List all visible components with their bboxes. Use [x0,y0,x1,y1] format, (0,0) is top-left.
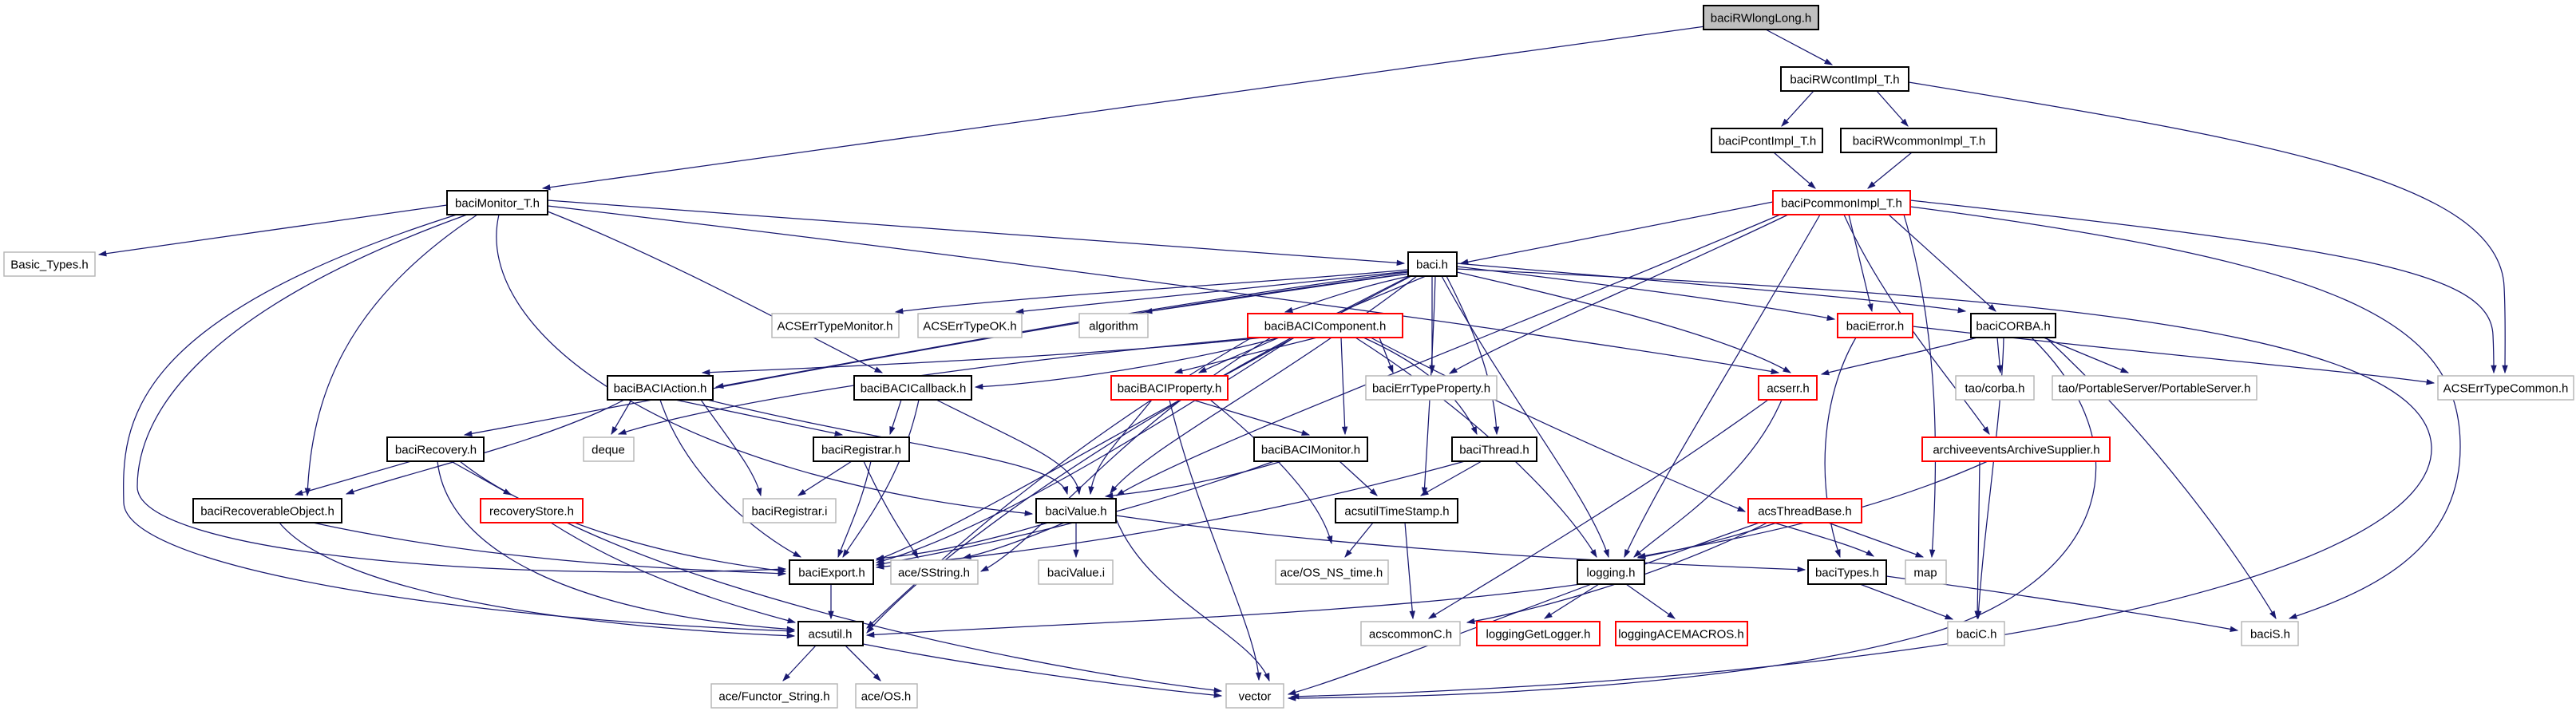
svg-text:baciBACIProperty.h: baciBACIProperty.h [1118,382,1222,396]
svg-text:baciMonitor_T.h: baciMonitor_T.h [455,197,540,211]
svg-text:tao/corba.h: tao/corba.h [1965,382,2024,396]
svg-text:ace/SString.h: ace/SString.h [898,567,970,580]
svg-text:logging.h: logging.h [1587,567,1636,580]
svg-text:algorithm: algorithm [1089,320,1138,334]
svg-text:baciCORBA.h: baciCORBA.h [1976,320,2050,334]
svg-text:archiveeventsArchiveSupplier.h: archiveeventsArchiveSupplier.h [1933,444,2099,457]
svg-text:ACSErrTypeOK.h: ACSErrTypeOK.h [923,320,1017,334]
svg-text:loggingGetLogger.h: loggingGetLogger.h [1486,628,1591,642]
svg-text:baciBACIMonitor.h: baciBACIMonitor.h [1261,444,1360,457]
svg-text:baciError.h: baciError.h [1846,320,1905,334]
svg-text:baciRecovery.h: baciRecovery.h [395,444,477,457]
svg-text:acserr.h: acserr.h [1767,382,1809,396]
svg-text:recoveryStore.h: recoveryStore.h [489,505,574,519]
svg-text:acscommonC.h: acscommonC.h [1369,628,1452,642]
svg-text:baciBACIComponent.h: baciBACIComponent.h [1264,320,1387,334]
svg-text:map: map [1913,567,1937,580]
svg-text:baciErrTypeProperty.h: baciErrTypeProperty.h [1372,382,1490,396]
svg-text:baciRecoverableObject.h: baciRecoverableObject.h [200,505,334,519]
svg-text:acsutilTimeStamp.h: acsutilTimeStamp.h [1344,505,1449,519]
svg-text:vector: vector [1239,690,1272,704]
svg-text:baciS.h: baciS.h [2250,628,2290,642]
svg-text:baciC.h: baciC.h [1957,628,1997,642]
svg-text:baciRegistrar.h: baciRegistrar.h [821,444,901,457]
svg-text:baci.h: baci.h [1416,259,1448,272]
svg-text:baciPcontImpl_T.h: baciPcontImpl_T.h [1719,135,1817,148]
svg-text:ace/Functor_String.h: ace/Functor_String.h [718,690,829,704]
svg-text:Basic_Types.h: Basic_Types.h [10,259,89,272]
svg-text:baciRWlongLong.h: baciRWlongLong.h [1711,12,1811,26]
svg-text:deque: deque [592,444,625,457]
svg-text:baciValue.h: baciValue.h [1045,505,1106,519]
svg-text:baciBACIAction.h: baciBACIAction.h [614,382,707,396]
svg-text:ace/OS.h: ace/OS.h [861,690,912,704]
svg-text:loggingACEMACROS.h: loggingACEMACROS.h [1618,628,1744,642]
svg-text:baciThread.h: baciThread.h [1459,444,1529,457]
svg-text:ACSErrTypeMonitor.h: ACSErrTypeMonitor.h [777,320,892,334]
svg-text:ACSErrTypeCommon.h: ACSErrTypeCommon.h [2443,382,2569,396]
svg-text:baciValue.i: baciValue.i [1047,567,1105,580]
svg-text:baciTypes.h: baciTypes.h [1815,567,1879,580]
svg-text:baciPcommonImpl_T.h: baciPcommonImpl_T.h [1781,197,1902,211]
svg-text:baciRWcommonImpl_T.h: baciRWcommonImpl_T.h [1853,135,1985,148]
svg-text:baciBACICallback.h: baciBACICallback.h [861,382,967,396]
svg-text:acsThreadBase.h: acsThreadBase.h [1758,505,1852,519]
svg-text:baciRWcontImpl_T.h: baciRWcontImpl_T.h [1790,73,1899,87]
svg-text:acsutil.h: acsutil.h [808,628,852,642]
svg-text:tao/PortableServer/PortableSer: tao/PortableServer/PortableServer.h [2059,382,2251,396]
svg-text:baciExport.h: baciExport.h [798,567,865,580]
svg-text:ace/OS_NS_time.h: ace/OS_NS_time.h [1280,567,1383,580]
svg-text:baciRegistrar.i: baciRegistrar.i [751,505,827,519]
